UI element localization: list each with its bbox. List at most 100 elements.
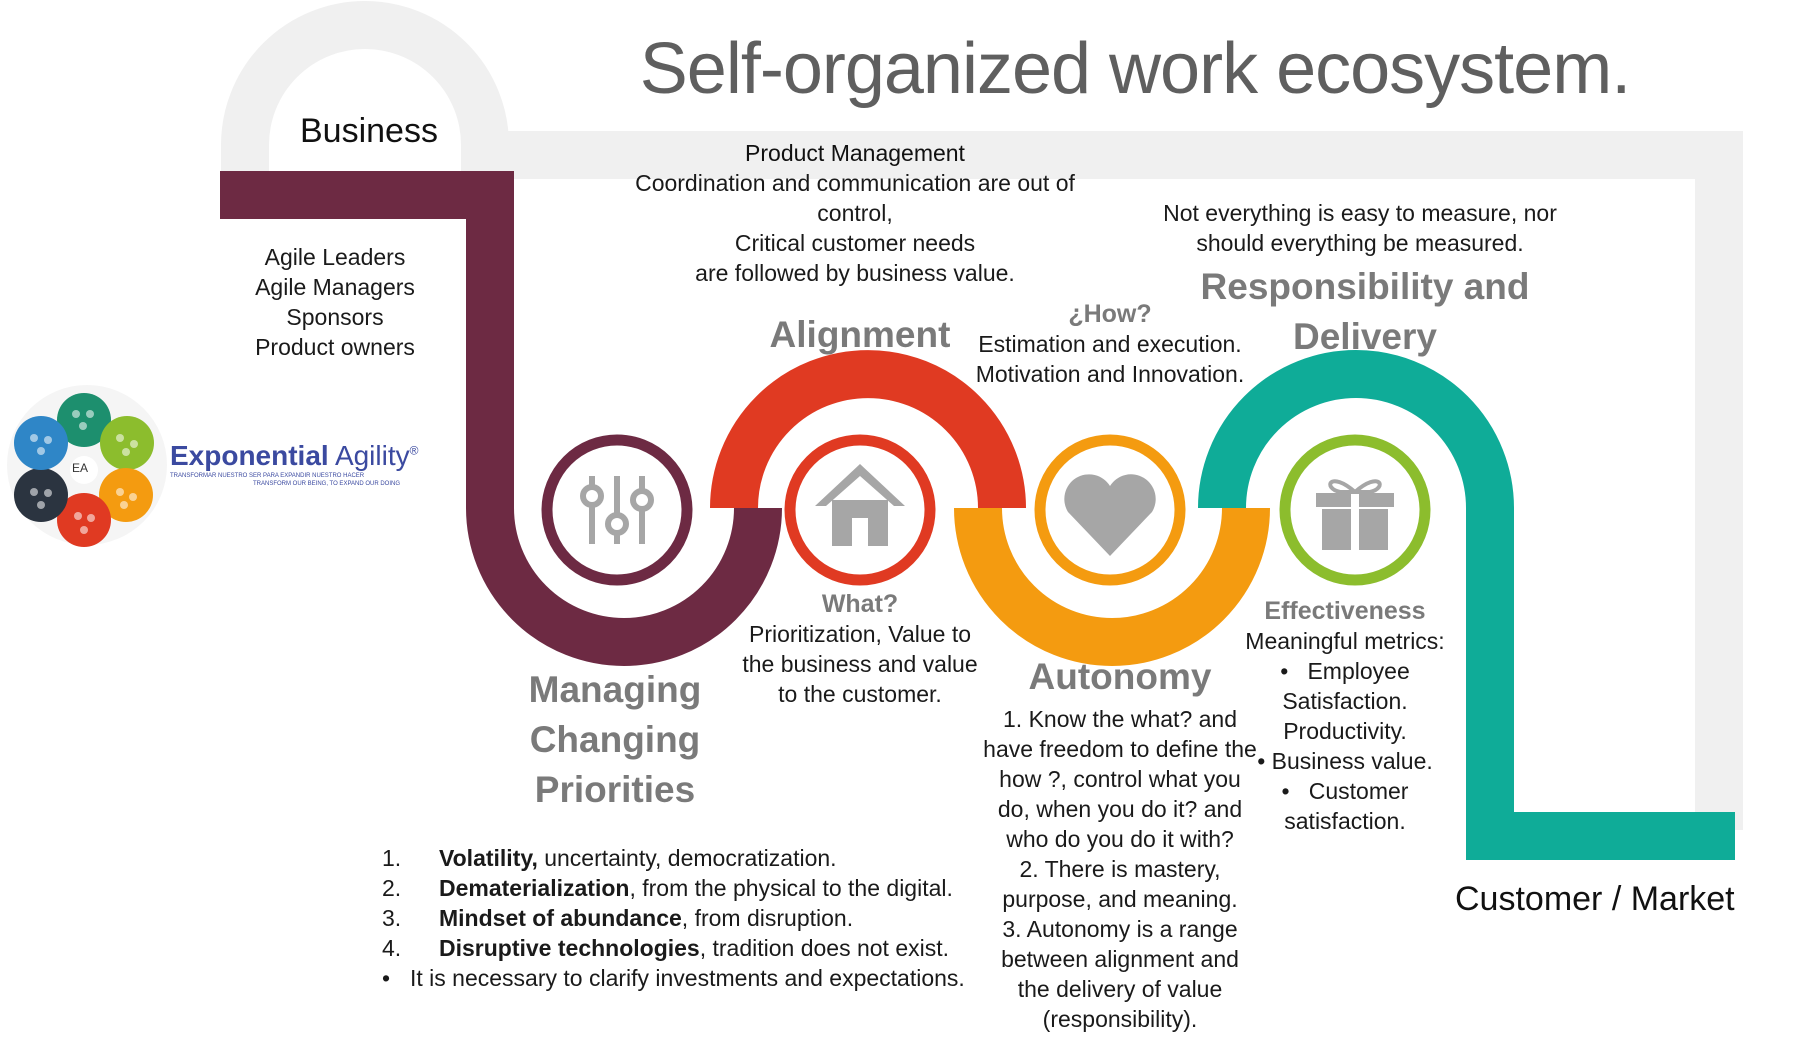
logo-wordmark: Exponential Agility® <box>170 440 430 472</box>
role-item: Sponsors <box>286 304 384 330</box>
metric-item: Satisfaction. <box>1282 688 1408 714</box>
responsibility-heading-line: Delivery <box>1293 316 1437 357</box>
autonomy-line: purpose, and meaning. <box>1002 886 1238 912</box>
effectiveness-block: Effectiveness Meaningful metrics: • Empl… <box>1235 597 1455 836</box>
product-management-line: control, <box>817 200 893 226</box>
list-number: 2. <box>382 875 402 901</box>
product-management: Product Management Coordination and comm… <box>620 138 1090 288</box>
product-management-line: Coordination and communication are out o… <box>635 170 1075 196</box>
autonomy-line: who do you do it with? <box>1006 826 1234 852</box>
metric-item: Productivity. <box>1283 718 1407 744</box>
list-number: 4. <box>382 935 402 961</box>
effectiveness-heading: Effectiveness <box>1264 597 1426 625</box>
list-number: 3. <box>382 905 402 931</box>
heart-icon <box>1064 474 1156 556</box>
business-roles: Agile Leaders Agile Managers Sponsors Pr… <box>230 242 440 362</box>
autonomy-body: 1. Know the what? and have freedom to de… <box>970 704 1270 1034</box>
page-title: Self-organized work ecosystem. <box>639 29 1631 109</box>
list-rest: , from the physical to the digital. <box>629 875 953 901</box>
what-line: Prioritization, Value to <box>748 621 971 647</box>
list-number: 1. <box>382 845 402 871</box>
business-track <box>221 1 1743 830</box>
autonomy-line: 2. There is mastery, <box>1019 856 1221 882</box>
responsibility-heading-line: Responsibility and <box>1200 266 1530 307</box>
managing-list: 1. Volatility, uncertainty, democratizati… <box>382 843 1002 993</box>
how-block: ¿How? Estimation and execution. Motivati… <box>965 300 1255 389</box>
list-bold: Disruptive technologies <box>439 935 700 961</box>
list-bullet-item: • It is necessary to clarify investments… <box>382 963 1002 993</box>
sliders-icon <box>580 476 654 544</box>
alignment-heading: Alignment <box>769 314 951 355</box>
responsibility-heading: Responsibility and Delivery <box>1195 262 1535 362</box>
bullet-mark: • <box>382 965 391 991</box>
metric-item: satisfaction. <box>1284 808 1406 834</box>
metric-item: • Employee <box>1235 656 1455 686</box>
bullet-mark: • <box>1281 778 1309 804</box>
how-heading: ¿How? <box>1068 300 1152 328</box>
role-item: Agile Managers <box>255 274 415 300</box>
role-item: Product owners <box>255 334 415 360</box>
bullet-mark: • <box>1280 658 1308 684</box>
bullet-mark: • <box>1257 748 1272 774</box>
logo-mark: ® <box>409 443 419 458</box>
autonomy-line: between alignment and <box>1001 946 1239 972</box>
list-bold: Dematerialization <box>439 875 630 901</box>
managing-heading-line: Managing <box>528 669 702 710</box>
autonomy-line: 3. Autonomy is a range <box>1002 916 1238 942</box>
how-line: Motivation and Innovation. <box>975 361 1245 387</box>
list-bullet: It is necessary to clarify investments a… <box>410 965 965 991</box>
role-item: Agile Leaders <box>264 244 406 270</box>
autonomy-line: how ?, control what you <box>999 766 1241 792</box>
product-management-line: are followed by business value. <box>695 260 1015 286</box>
metric-text: Business value. <box>1271 748 1433 774</box>
logo-name-part2: Agility <box>334 440 410 471</box>
list-item: 3. Mindset of abundance, from disruption. <box>382 903 1002 933</box>
logo-name-part1: Exponential <box>170 440 329 471</box>
responsibility-segment <box>1198 350 1735 860</box>
metric-item: • Customer <box>1235 776 1455 806</box>
measure-note-line: should everything be measured. <box>1196 230 1524 256</box>
metric-text: Customer <box>1308 778 1409 804</box>
measure-note: Not everything is easy to measure, nor s… <box>1150 198 1570 258</box>
list-rest: , tradition does not exist. <box>699 935 950 961</box>
list-bold: Mindset of abundance <box>439 905 682 931</box>
managing-heading-line: Priorities <box>534 769 696 810</box>
list-bold: Volatility, <box>439 845 538 871</box>
what-block: What? Prioritization, Value to the busin… <box>735 590 985 709</box>
autonomy-line: (responsibility). <box>1042 1006 1198 1032</box>
list-item: 1. Volatility, uncertainty, democratizati… <box>382 843 1002 873</box>
logo-flower <box>7 385 167 547</box>
what-heading: What? <box>821 590 899 618</box>
autonomy-line: do, when you do it? and <box>997 796 1243 822</box>
managing-heading: Managing Changing Priorities <box>505 665 725 815</box>
managing-heading-line: Changing <box>529 719 701 760</box>
metric-text: Employee <box>1307 658 1410 684</box>
logo-tagline-es: TRANSFORMAR NUESTRO SER PARA EXPANDIR NU… <box>170 473 365 479</box>
autonomy-heading: Autonomy <box>1028 656 1212 697</box>
metric-item: • Business value. <box>1235 746 1455 776</box>
alignment-segment <box>710 350 1026 509</box>
business-label: Business <box>300 112 438 150</box>
house-icon <box>815 464 905 546</box>
logo-tagline-en: TRANSFORM OUR BEING, TO EXPAND OUR DOING <box>252 481 400 487</box>
list-item: 2. Dematerialization, from the physical t… <box>382 873 1002 903</box>
autonomy-segment <box>954 507 1270 666</box>
effectiveness-intro: Meaningful metrics: <box>1245 628 1445 654</box>
product-management-heading: Product Management <box>745 140 965 166</box>
what-line: to the customer. <box>778 681 942 707</box>
autonomy-line: have freedom to define the <box>983 736 1257 762</box>
list-rest: uncertainty, democratization. <box>537 845 837 871</box>
managing-segment <box>220 171 782 666</box>
autonomy-line: 1. Know the what? and <box>1003 706 1237 732</box>
product-management-line: Critical customer needs <box>734 230 976 256</box>
autonomy-line: the delivery of value <box>1017 976 1223 1002</box>
logo: Exponential Agility® TRANSFORMAR NUESTRO… <box>170 440 430 488</box>
measure-note-line: Not everything is easy to measure, nor <box>1163 200 1557 226</box>
list-rest: , from disruption. <box>681 905 854 931</box>
gift-icon <box>1316 479 1394 550</box>
how-line: Estimation and execution. <box>978 331 1242 357</box>
list-item: 4. Disruptive technologies, tradition doe… <box>382 933 1002 963</box>
customer-market-label: Customer / Market <box>1455 880 1735 918</box>
logo-initials: EA <box>72 461 89 475</box>
